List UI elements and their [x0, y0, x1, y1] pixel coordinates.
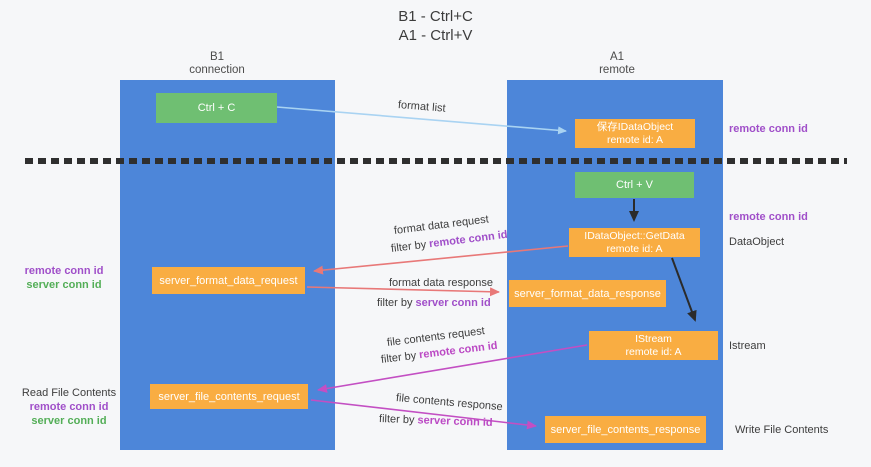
- node-ctrl-v-label: Ctrl + V: [616, 179, 653, 191]
- node-save-idataobject: 保存IDataObject remote id: A: [575, 119, 695, 148]
- diagram-title: B1 - Ctrl+C A1 - Ctrl+V: [0, 7, 871, 45]
- server-conn-id-highlight: server conn id: [417, 414, 493, 429]
- filter-by-text: filter by: [377, 297, 413, 309]
- session-divider-dashed-line: [25, 158, 847, 164]
- lane-a1-name: A1: [609, 51, 625, 63]
- node-ctrl-v: Ctrl + V: [575, 172, 694, 198]
- left-server-conn-id-1: server conn id: [26, 279, 102, 291]
- remote-conn-id-highlight: remote conn id: [428, 228, 509, 251]
- lane-b1-name: B1: [209, 51, 225, 63]
- filter-by-text: filter by: [380, 349, 417, 366]
- right-label-write-file-contents: Write File Contents: [735, 424, 829, 436]
- node-save-idataobject-line1: 保存IDataObject: [596, 120, 674, 133]
- right-label-istream: Istream: [729, 340, 766, 352]
- node-ctrl-c: Ctrl + C: [156, 93, 277, 123]
- left-server-conn-id-2: server conn id: [31, 415, 107, 427]
- lane-a1-subtitle: remote: [599, 64, 635, 76]
- node-istream: IStream remote id: A: [589, 331, 718, 360]
- label-format-list: format list: [397, 99, 447, 115]
- node-istream-line1: IStream: [635, 332, 672, 345]
- title-line-1: B1 - Ctrl+C: [398, 8, 473, 25]
- node-idataobject-getdata: IDataObject::GetData remote id: A: [569, 228, 700, 257]
- left-label-read-file-contents-group: Read File Contents remote conn id server…: [14, 386, 124, 428]
- right-label-remote-conn-id-mid: remote conn id: [729, 211, 808, 223]
- filter-by-text: filter by: [378, 413, 415, 427]
- right-label-dataobject: DataObject: [729, 236, 785, 248]
- node-file-request-label: server_file_contents_request: [158, 390, 300, 403]
- server-conn-id-highlight: server conn id: [415, 297, 491, 309]
- label-file-contents-response: file contents response: [395, 392, 504, 414]
- node-getdata-line1: IDataObject::GetData: [584, 229, 685, 242]
- node-server-file-contents-request: server_file_contents_request: [150, 384, 308, 409]
- left-remote-conn-id-2: remote conn id: [29, 401, 109, 413]
- node-server-format-data-request: server_format_data_request: [152, 267, 305, 294]
- filter-by-text: filter by: [390, 238, 427, 255]
- node-format-response-label: server_format_data_response: [514, 287, 661, 300]
- node-save-idataobject-line2: remote id: A: [606, 133, 663, 146]
- title-line-2: A1 - Ctrl+V: [398, 27, 473, 44]
- node-format-request-label: server_format_data_request: [159, 274, 298, 287]
- lane-b1-subtitle: connection: [189, 64, 245, 76]
- node-file-response-label: server_file_contents_response: [550, 423, 701, 436]
- lane-header-a1: A1 remote: [517, 51, 717, 77]
- node-server-format-data-response: server_format_data_response: [509, 280, 666, 307]
- right-label-remote-conn-id-top: remote conn id: [729, 123, 808, 135]
- node-server-file-contents-response: server_file_contents_response: [545, 416, 706, 443]
- left-read-file-contents: Read File Contents: [21, 387, 117, 399]
- left-remote-conn-id-1: remote conn id: [24, 265, 104, 277]
- node-istream-line2: remote id: A: [625, 345, 682, 358]
- node-ctrl-c-label: Ctrl + C: [197, 102, 236, 114]
- node-getdata-line2: remote id: A: [606, 242, 663, 255]
- label-format-data-response: format data response: [389, 277, 493, 289]
- left-label-conn-ids: remote conn id server conn id: [9, 264, 119, 292]
- lane-header-b1: B1 connection: [117, 51, 317, 77]
